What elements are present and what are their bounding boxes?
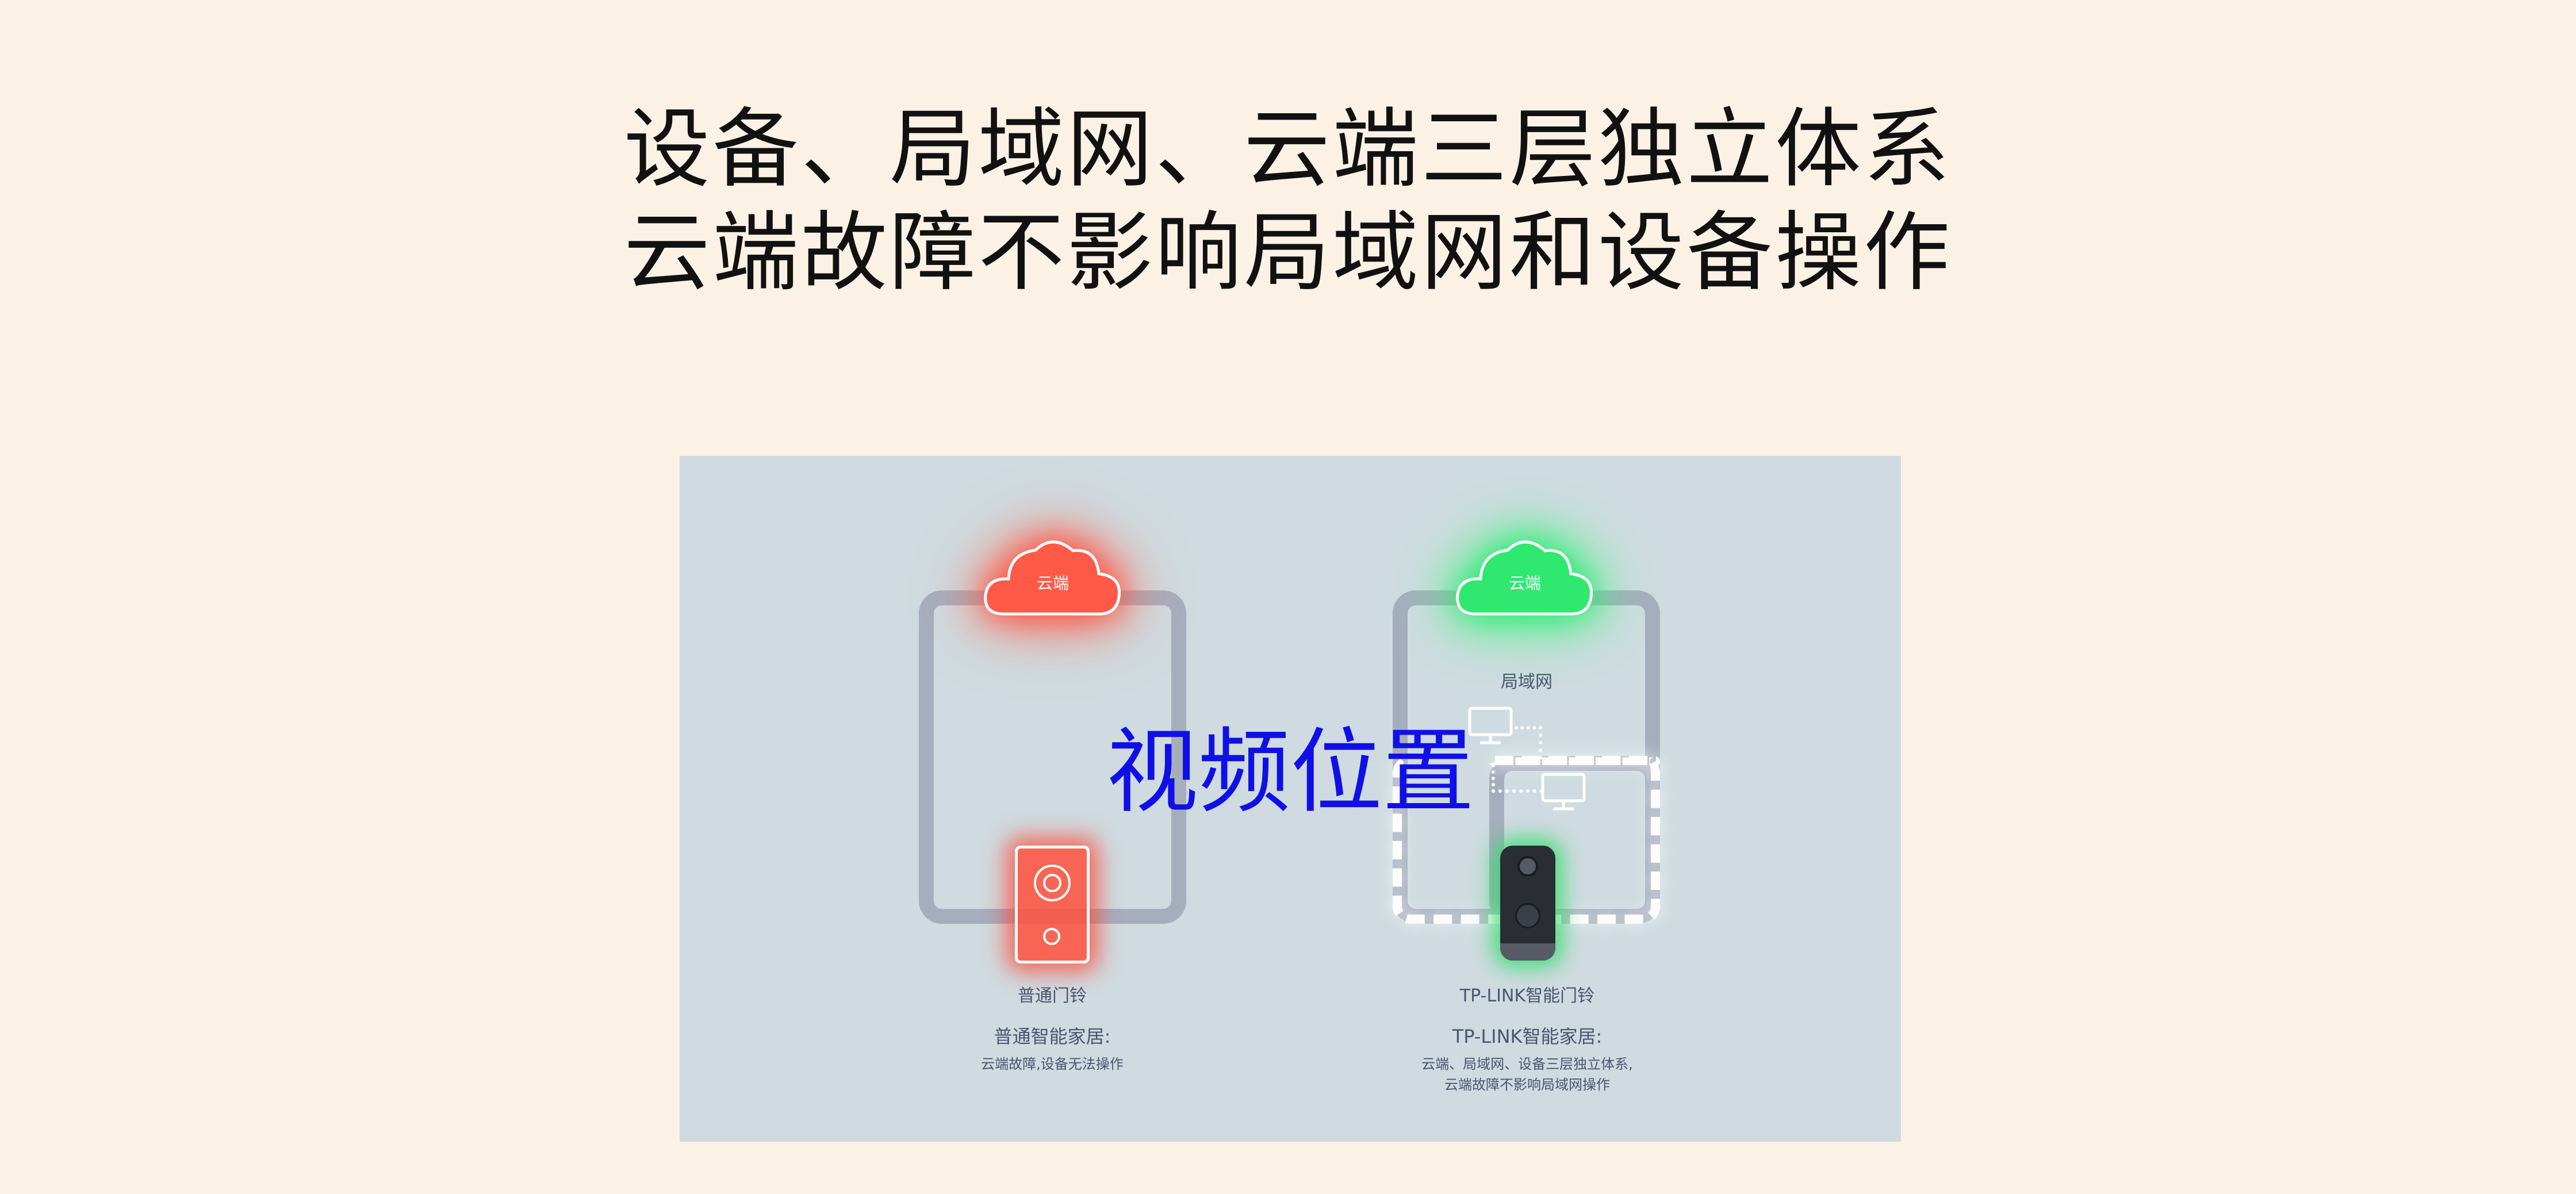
lan-glow-top [1489,756,1660,767]
heading-left: 普通智能家居: [994,1026,1111,1047]
description-right: 云端、局域网、设备三层独立体系, 云端故障不影响局域网操作 [1421,1056,1633,1093]
heading-right: TP-LINK智能家居: [1452,1026,1603,1047]
device-label-left: 普通门铃 [1018,986,1087,1006]
video-placeholder-text: 视频位置 [1106,718,1474,826]
headline: 设备、局域网、云端三层独立体系 云端故障不影响局域网和设备操作 [0,98,2576,305]
tplink-doorbell-icon [1500,846,1555,961]
device-label-right: TP-LINK智能门铃 [1459,986,1595,1006]
cloud-label-right: 云端 [1508,574,1541,593]
description-left: 云端故障,设备无法操作 [981,1056,1124,1072]
network-link-2 [1492,764,1543,793]
comparison-panel: 云端 云端 局域网 视频位置 普通门铃 [680,456,1901,1142]
cloud-label-left: 云端 [1036,574,1069,593]
ordinary-doorbell-icon [1015,846,1090,963]
monitor-icon [1467,706,1513,746]
cloud-fault-icon: 云端 [981,531,1125,623]
headline-line-1: 设备、局域网、云端三层独立体系 [623,99,1952,199]
lan-label: 局域网 [1501,672,1552,692]
headline-line-2: 云端故障不影响局域网和设备操作 [623,203,1952,303]
network-link [1515,726,1542,759]
cloud-ok-icon: 云端 [1453,531,1597,623]
monitor-icon-2 [1540,772,1586,812]
